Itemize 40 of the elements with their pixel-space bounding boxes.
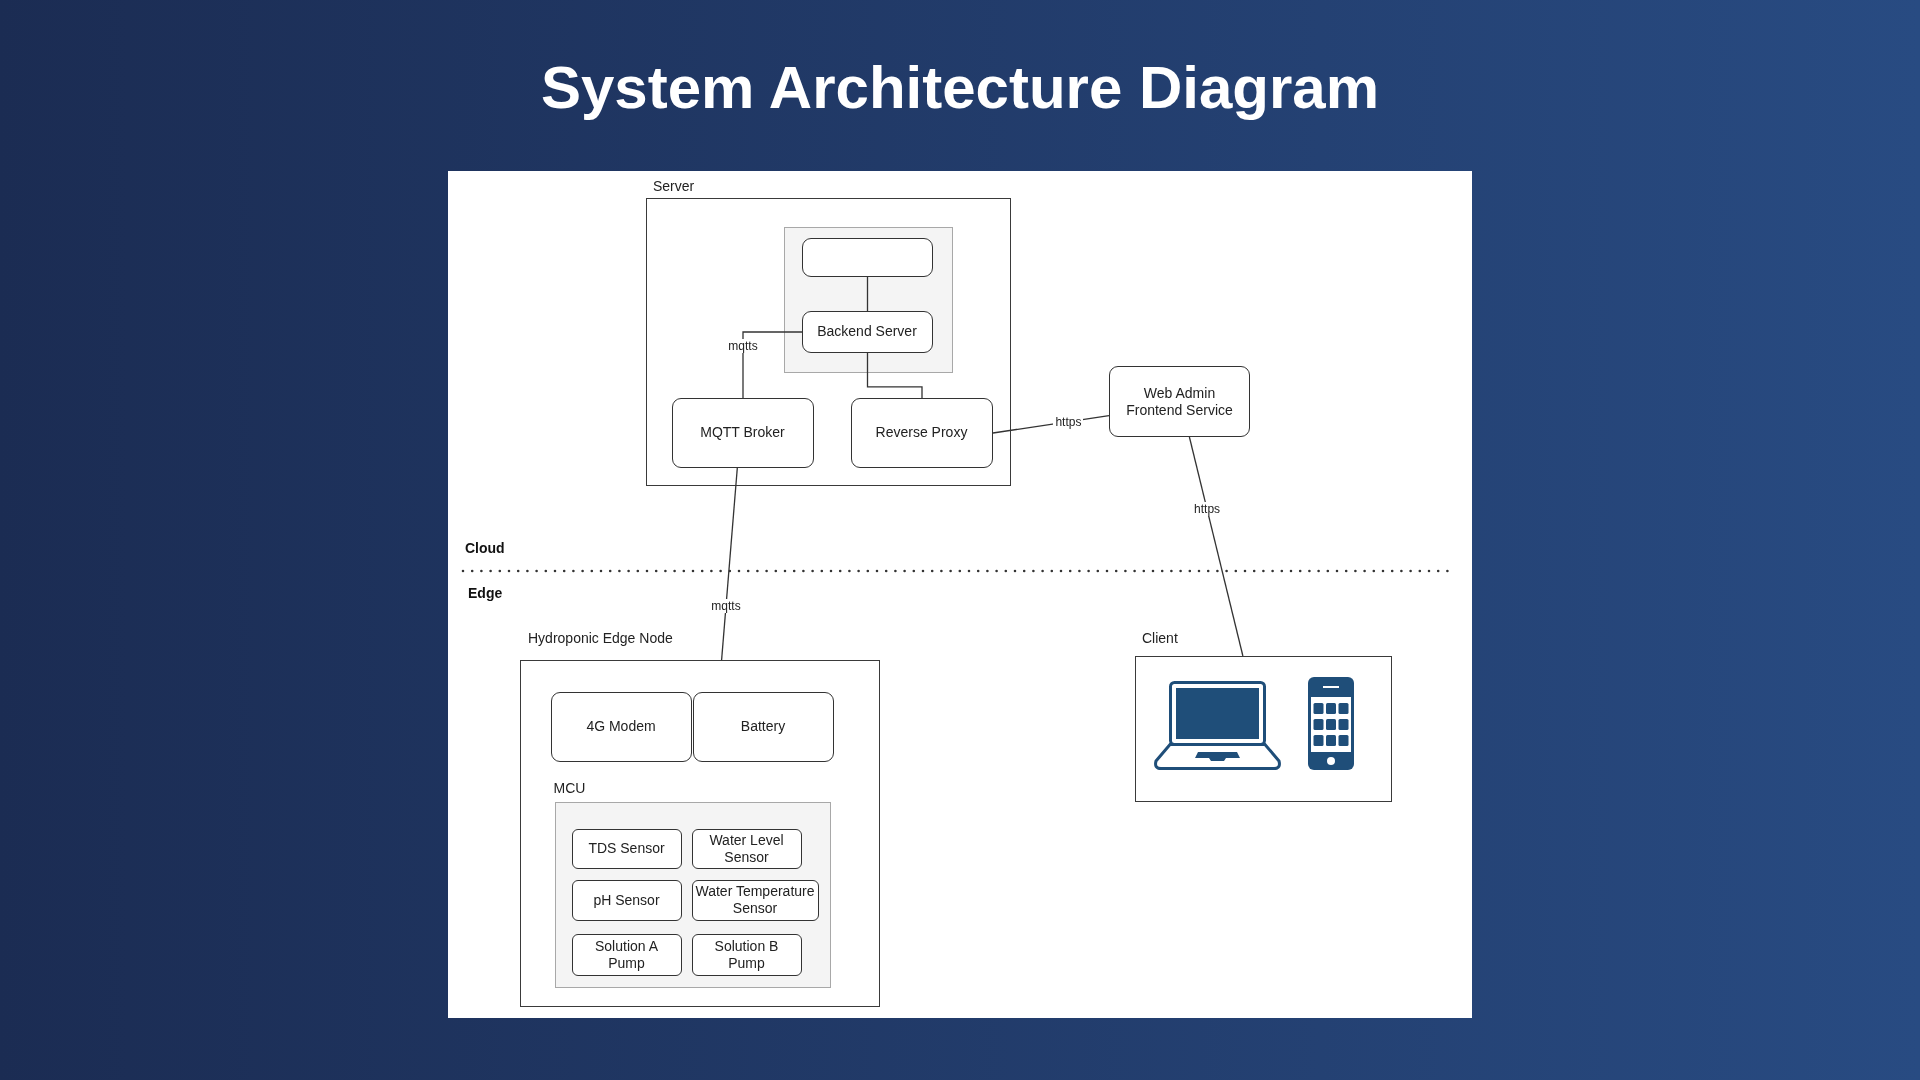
zone-label: Cloud (465, 540, 505, 557)
group-heading: Client (1142, 630, 1178, 647)
node-label: TDS Sensor (587, 840, 666, 857)
group-heading: Server (653, 178, 695, 195)
process-box (1109, 366, 1250, 437)
connector-line (866, 352, 923, 399)
diagram-title: System Architecture Diagram (540, 53, 1380, 123)
node-label: Water Level Sensor (708, 831, 785, 866)
process-box (571, 828, 682, 869)
process-box (801, 237, 933, 277)
group-box (783, 226, 953, 373)
node-label: Web Admin Frontend Service (1125, 384, 1234, 419)
process-box (571, 933, 682, 976)
node-label: pH Sensor (592, 891, 661, 909)
connector-line (866, 276, 869, 312)
node-label: Water Temperature Sensor (694, 883, 816, 917)
process-box (571, 879, 682, 921)
process-box (691, 828, 802, 869)
connector-line (742, 331, 803, 399)
process-box (801, 310, 933, 353)
node-label: 4G Modem (585, 718, 657, 735)
connector-line (720, 467, 738, 661)
process-box (550, 691, 692, 762)
node-label: Solution A Pump (593, 937, 660, 972)
connector-line (1188, 436, 1244, 657)
group-heading: Hydroponic Edge Node (528, 630, 673, 647)
process-box (850, 397, 993, 468)
process-box (692, 691, 834, 762)
node-label: MQTT Broker (699, 424, 786, 441)
process-box (691, 933, 802, 976)
edge-label: https (1192, 502, 1223, 517)
node-label: Backend Server (816, 323, 918, 340)
zone-label: Edge (468, 585, 503, 602)
node-label: Battery (739, 718, 787, 735)
group-heading: MCU (553, 779, 586, 797)
node-label: Solution B Pump (713, 937, 780, 972)
node-label: Reverse Proxy (874, 424, 969, 441)
edge-label: mqtts (709, 599, 743, 614)
process-box (671, 397, 814, 468)
edge-label: https (1053, 414, 1084, 429)
